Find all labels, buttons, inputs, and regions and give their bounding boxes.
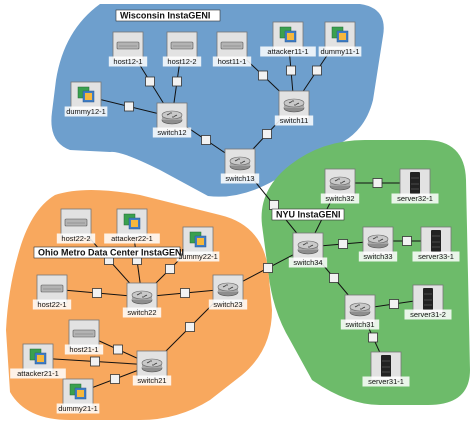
link-port[interactable] bbox=[92, 288, 102, 298]
node-label: switch31 bbox=[345, 320, 374, 329]
link-port[interactable] bbox=[372, 178, 383, 188]
node-server31-2[interactable]: server31-2 bbox=[404, 284, 452, 320]
link-port[interactable] bbox=[165, 264, 175, 274]
region-label-text: Wisconsin InstaGENI bbox=[120, 11, 210, 21]
node-dummy22-1[interactable]: dummy22-1 bbox=[176, 226, 220, 262]
node-label: host22-1 bbox=[37, 300, 66, 309]
node-switch23[interactable]: switch23 bbox=[208, 274, 248, 310]
node-attacker21-1[interactable]: attacker21-1 bbox=[10, 343, 66, 379]
node-label: attacker21-1 bbox=[17, 369, 59, 378]
node-label: switch33 bbox=[363, 252, 392, 261]
region-label-nyu: NYU InstaGENI bbox=[271, 208, 345, 221]
node-label: host22-2 bbox=[61, 234, 90, 243]
link-port[interactable] bbox=[269, 200, 279, 210]
node-host22-2[interactable]: host22-2 bbox=[56, 208, 96, 244]
node-host11-1[interactable]: host11-1 bbox=[212, 31, 252, 67]
node-host12-2[interactable]: host12-2 bbox=[162, 31, 202, 67]
node-host22-1[interactable]: host22-1 bbox=[32, 274, 72, 310]
node-switch31[interactable]: switch31 bbox=[340, 294, 380, 330]
node-label: host21-1 bbox=[69, 345, 98, 354]
node-label: switch11 bbox=[280, 116, 309, 125]
node-host12-1[interactable]: host12-1 bbox=[108, 31, 148, 67]
node-label: host12-1 bbox=[113, 57, 142, 66]
node-switch34[interactable]: switch34 bbox=[288, 232, 328, 268]
node-switch13[interactable]: switch13 bbox=[220, 148, 260, 184]
link-port[interactable] bbox=[110, 374, 120, 384]
node-dummy21-1[interactable]: dummy21-1 bbox=[56, 378, 100, 414]
link-port[interactable] bbox=[201, 135, 211, 145]
region-label-text: NYU InstaGENI bbox=[276, 210, 341, 220]
node-switch22[interactable]: switch22 bbox=[122, 282, 162, 318]
node-label: dummy11-1 bbox=[320, 47, 359, 56]
link-port[interactable] bbox=[124, 101, 134, 112]
node-label: switch21 bbox=[137, 376, 166, 385]
region-label-wisconsin: Wisconsin InstaGENI bbox=[115, 9, 221, 22]
node-label: switch22 bbox=[127, 308, 156, 317]
link-port[interactable] bbox=[368, 332, 378, 343]
node-dummy11-1[interactable]: dummy11-1 bbox=[318, 21, 362, 57]
node-host21-1[interactable]: host21-1 bbox=[64, 319, 104, 355]
node-switch32[interactable]: switch32 bbox=[320, 168, 360, 204]
node-label: switch32 bbox=[325, 194, 354, 203]
link-port[interactable] bbox=[286, 65, 296, 76]
link-port[interactable] bbox=[180, 288, 190, 298]
node-dummy12-1[interactable]: dummy12-1 bbox=[64, 81, 108, 117]
link-port[interactable] bbox=[312, 65, 322, 76]
node-label: switch34 bbox=[293, 258, 322, 267]
link-port[interactable] bbox=[90, 356, 100, 367]
link-port[interactable] bbox=[263, 263, 273, 273]
node-attacker22-1[interactable]: attacker22-1 bbox=[104, 208, 160, 244]
node-server31-1[interactable]: server31-1 bbox=[362, 351, 410, 387]
node-server32-1[interactable]: server32-1 bbox=[391, 168, 439, 204]
region-label-ohio: Ohio Metro Data Center InstaGENI bbox=[33, 246, 184, 259]
node-server33-1[interactable]: server33-1 bbox=[412, 226, 460, 262]
node-switch33[interactable]: switch33 bbox=[358, 226, 398, 262]
node-label: dummy22-1 bbox=[178, 252, 218, 261]
node-label: switch23 bbox=[213, 300, 242, 309]
link-port[interactable] bbox=[389, 299, 399, 309]
node-label: switch13 bbox=[225, 174, 254, 183]
node-label: server33-1 bbox=[418, 252, 454, 261]
link-port[interactable] bbox=[258, 70, 268, 81]
node-label: attacker22-1 bbox=[111, 234, 153, 243]
link-port[interactable] bbox=[172, 76, 182, 87]
link-port[interactable] bbox=[145, 76, 155, 87]
node-switch12[interactable]: switch12 bbox=[152, 102, 192, 138]
node-label: attacker11-1 bbox=[267, 47, 308, 56]
node-switch21[interactable]: switch21 bbox=[132, 350, 172, 386]
node-label: server31-2 bbox=[410, 310, 446, 319]
node-label: server32-1 bbox=[397, 194, 433, 203]
region-nyu bbox=[261, 140, 470, 405]
region-label-text: Ohio Metro Data Center InstaGENI bbox=[38, 248, 184, 258]
node-label: host12-2 bbox=[167, 57, 196, 66]
link-port[interactable] bbox=[185, 322, 195, 332]
node-switch11[interactable]: switch11 bbox=[274, 90, 314, 126]
link-port[interactable] bbox=[338, 239, 348, 249]
node-label: dummy12-1 bbox=[66, 107, 106, 116]
node-label: host11-1 bbox=[218, 57, 247, 66]
link-port[interactable] bbox=[262, 129, 272, 139]
node-label: switch12 bbox=[157, 128, 186, 137]
node-attacker11-1[interactable]: attacker11-1 bbox=[260, 21, 316, 57]
link-port[interactable] bbox=[329, 273, 339, 283]
node-label: dummy21-1 bbox=[58, 404, 98, 413]
link-port[interactable] bbox=[113, 344, 123, 355]
link-port[interactable] bbox=[402, 236, 412, 246]
node-label: server31-1 bbox=[368, 377, 404, 386]
